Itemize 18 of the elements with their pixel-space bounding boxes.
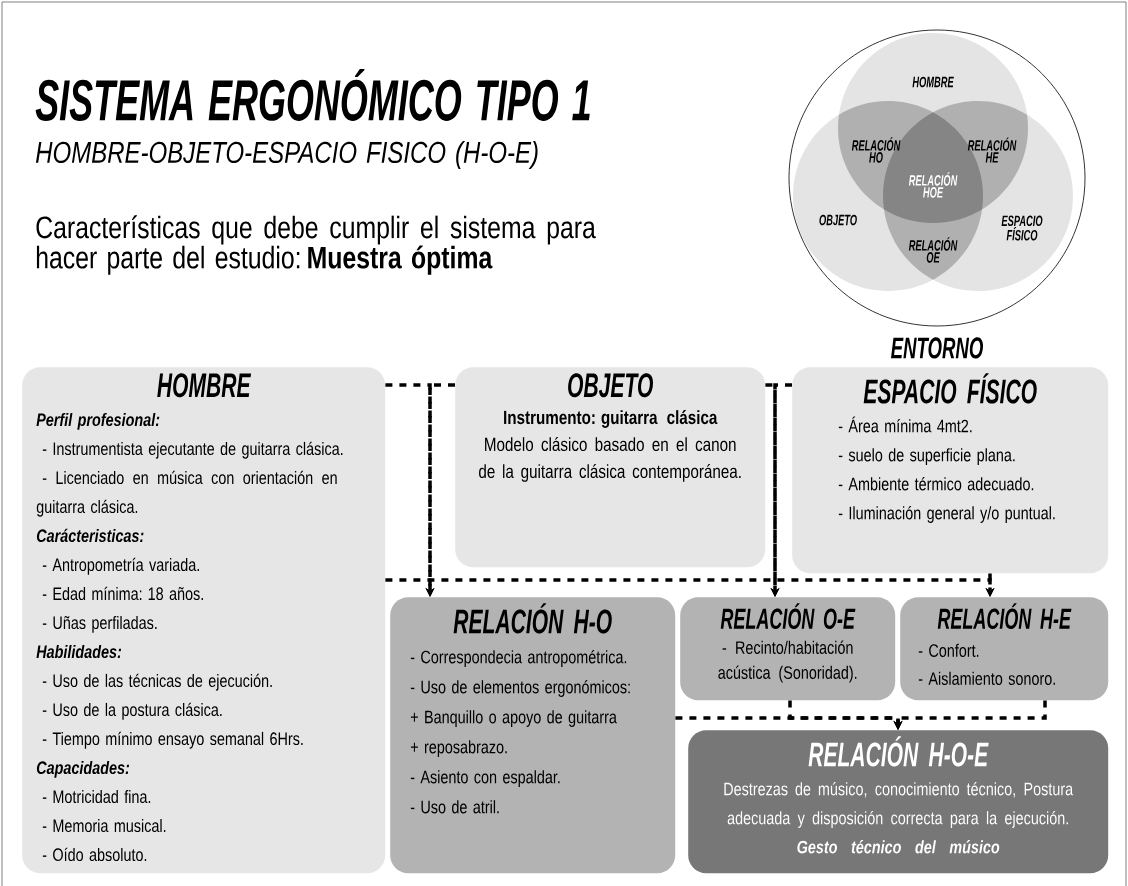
info-box: RELACIÓN O-E - Recinto/habitación acústica (Sonoridad). [680, 597, 896, 701]
venn-label: RELACIÓN HOE [908, 172, 958, 198]
info-box: ESPACIO FÍSICO - Área mínima 4mt2. - suelo de superficie plana. - Ambiente térmico adecuado. - Iluminación general y/o puntual. [792, 367, 1109, 574]
node-label: ENTORNO [891, 337, 984, 359]
venn-label: RELACIÓN HO [851, 137, 901, 163]
info-box: RELACIÓN H-O-E Destrezas de músico, conocimiento técnico, Postura adecuada y disposición correcta para la ejecución. Gesto técnico del músico [688, 730, 1109, 874]
title: SISTEMA ERGONÓMICO TIPO 1 [35, 69, 590, 121]
venn-label: ESPACIO FÍSICO [1001, 215, 1043, 241]
venn-label: OBJETO [819, 214, 857, 226]
info-box: RELACIÓN H-O - Correspondecia antropométrica. - Uso de elementos ergonómicos: + Banquillo o apoyo de guitarra + reposabrazo. - Asiento con espaldar. - Uso de atril. [390, 597, 676, 874]
info-box: OBJETO Instrumento: guitarra clásica Modelo clásico basado en el canon de la guitarra clásica contemporánea. [455, 367, 766, 568]
subtitle: HOMBRE-OBJETO-ESPACIO FISICO (H-O-E) [35, 141, 538, 169]
venn-label: RELACIÓN OE [908, 237, 958, 263]
venn-label: HOMBRE [912, 76, 954, 88]
info-box: RELACIÓN H-E - Confort. - Aislamiento sonoro. [900, 597, 1109, 701]
venn-label: RELACIÓN HE [967, 137, 1017, 163]
description-text: Características que debe cumplir el sistema para hacer parte del estudio: Muestra óptima [36, 215, 596, 275]
info-box: HOMBRE Perfil profesional: - Instrumentista ejecutante de guitarra clásica. - Licenciado en música con orientación en guitarra clásica. Carácteristicas: - Antropometría variada. - Edad mínima: 18 años. - Uñas perfiladas. Habilidades: - Uso de las técnicas de ejecución. - Uso de la postura clásica. - Tiempo mínimo ensayo semanal 6Hrs. Capacidades: - Motricidad fina. - Memoria musical. - Oído absoluto. [22, 367, 386, 874]
